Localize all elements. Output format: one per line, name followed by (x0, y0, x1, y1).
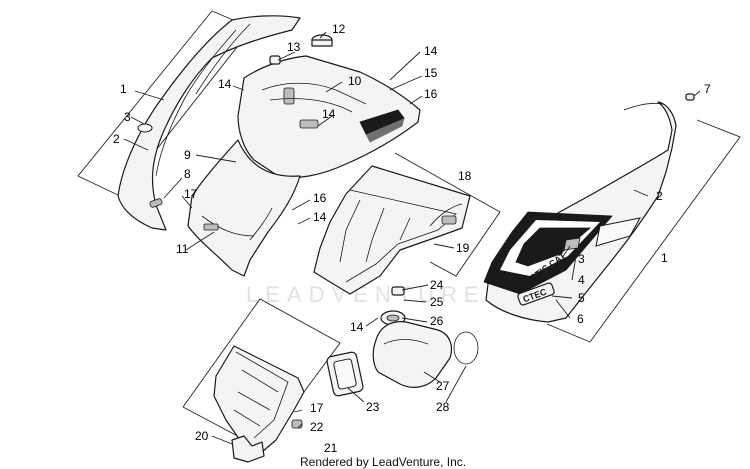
callout-2-left: 2 (113, 132, 120, 146)
callout-28: 28 (436, 400, 450, 414)
bracket-right-side-panel (546, 119, 741, 343)
callout-19: 19 (456, 241, 470, 255)
callout-4: 4 (578, 273, 585, 287)
air-intake-duct (326, 321, 479, 397)
callout-14-b: 14 (424, 44, 438, 58)
callout-20: 20 (195, 429, 209, 443)
callout-7: 7 (704, 82, 711, 96)
watermark: LEADVENTURE (246, 282, 486, 307)
callout-25: 25 (430, 295, 444, 309)
callout-1-right: 1 (661, 251, 668, 265)
callout-13: 13 (287, 40, 301, 54)
callout-27: 27 (436, 379, 450, 393)
callout-11: 11 (176, 242, 189, 256)
callout-16-a: 16 (424, 87, 438, 101)
callout-3-right: 3 (578, 252, 585, 266)
callout-14-c: 14 (322, 107, 336, 121)
callout-17-a: 17 (184, 187, 198, 201)
front-fascia (187, 139, 301, 277)
callout-10: 10 (348, 74, 362, 88)
render-credit: Rendered by LeadVenture, Inc. (300, 455, 466, 469)
right-side-panel: ARCTIC CAT CTEC (483, 93, 695, 323)
bracket-storage-tray (394, 152, 501, 277)
callout-24: 24 (430, 278, 444, 292)
callout-18: 18 (458, 169, 472, 183)
callout-22: 22 (310, 420, 324, 434)
callout-8: 8 (184, 167, 191, 181)
callout-15: 15 (424, 66, 438, 80)
callout-14-a: 14 (218, 77, 232, 91)
callout-5: 5 (578, 291, 585, 305)
callout-23: 23 (366, 400, 380, 414)
callout-3-left: 3 (124, 110, 131, 124)
callout-14-d: 14 (313, 210, 327, 224)
callout-labels: 1 1 2 2 3 3 4 5 6 7 8 9 10 11 12 13 14 1… (113, 22, 711, 455)
callout-1-left: 1 (120, 82, 127, 96)
front-hood-assembly (237, 34, 421, 179)
callout-17-b: 17 (310, 401, 324, 415)
callout-2-right: 2 (656, 189, 663, 203)
leader-lines (123, 31, 701, 445)
callout-9: 9 (184, 148, 191, 162)
callout-16-b: 16 (313, 191, 327, 205)
storage-tray (313, 165, 471, 295)
callout-6: 6 (577, 312, 584, 326)
callout-26: 26 (430, 314, 444, 328)
callout-14-e: 14 (350, 320, 364, 334)
callout-21: 21 (324, 441, 338, 455)
lower-front-assembly (213, 345, 305, 463)
callout-12: 12 (332, 22, 346, 36)
